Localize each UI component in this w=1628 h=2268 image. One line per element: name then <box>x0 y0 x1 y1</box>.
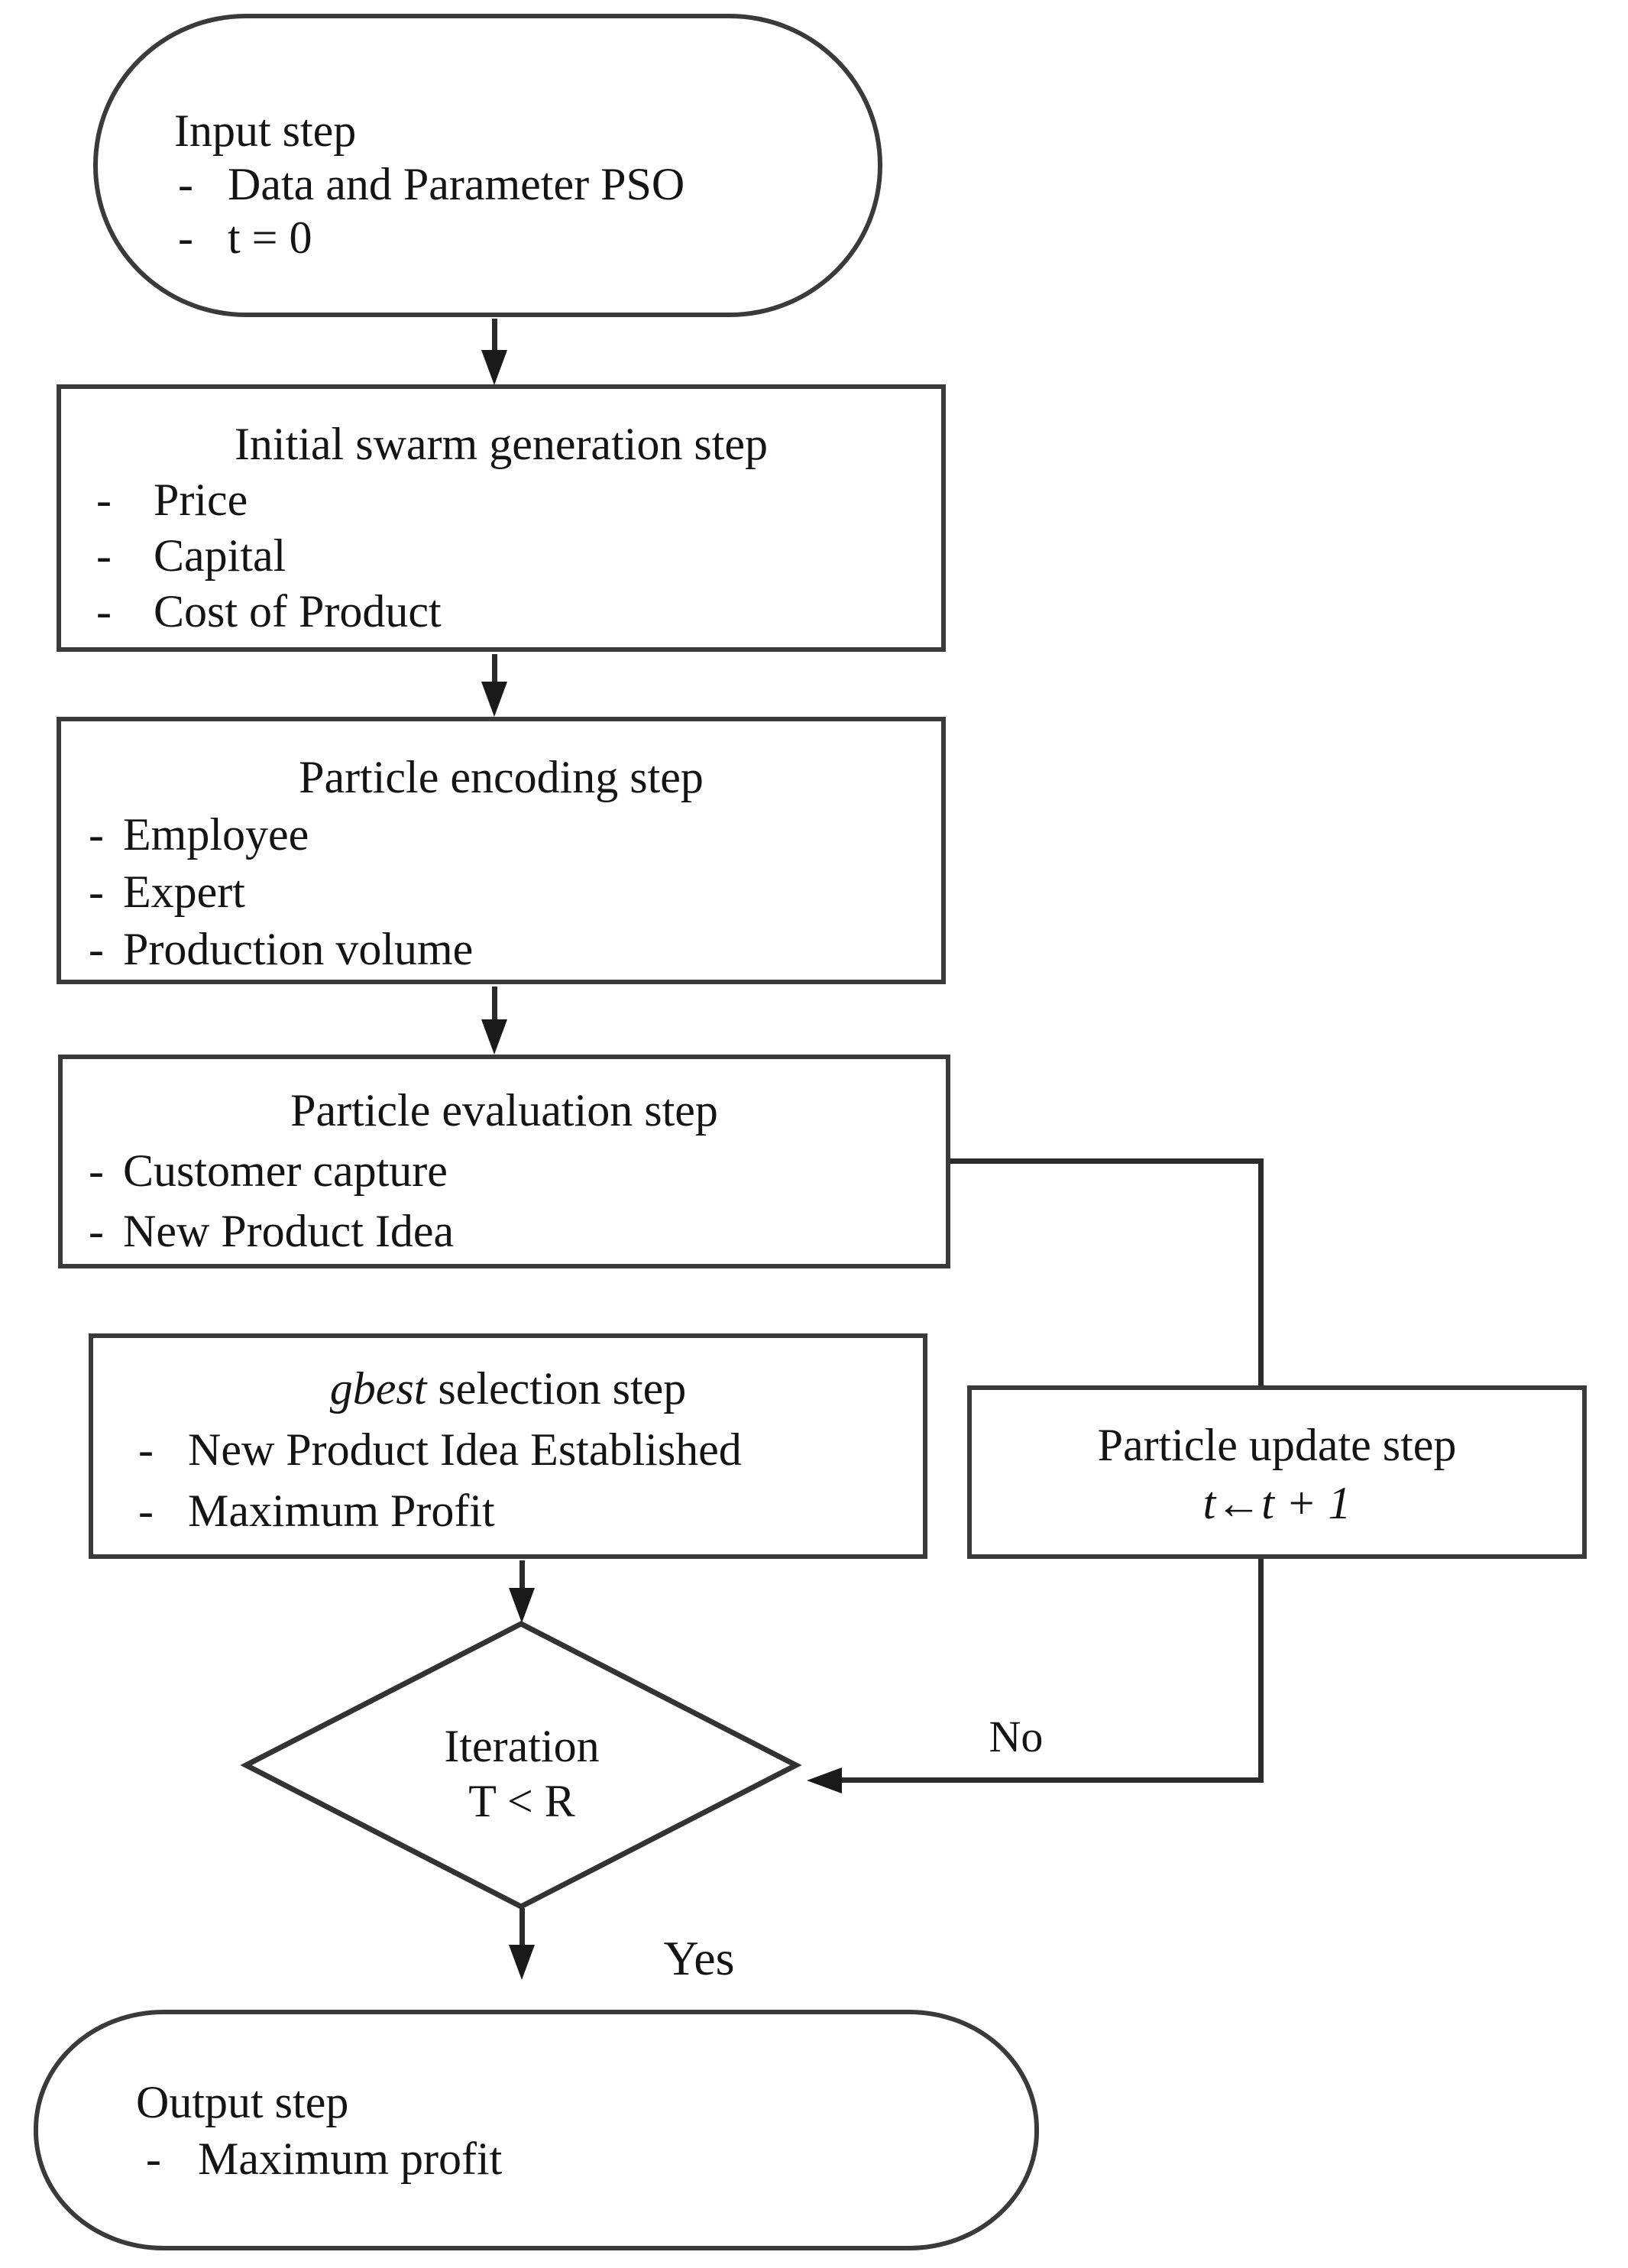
connector-evaluation-to-update-horizontal <box>950 1158 1263 1164</box>
swarm-generation-title: Initial swarm generation step <box>234 419 769 469</box>
arrow-left-icon <box>807 1767 842 1793</box>
yes-path-line <box>519 1908 525 1946</box>
output-step-title: Output step <box>136 2077 349 2127</box>
bullet-text: Customer capture <box>123 1145 448 1196</box>
bullet-text: Data and Parameter PSO <box>228 159 685 209</box>
no-label: No <box>989 1712 1044 1761</box>
bullet-text: New Product Idea <box>123 1206 455 1256</box>
bullet-dash: - <box>138 1486 154 1536</box>
bullet-text: New Product Idea Established <box>188 1424 742 1475</box>
formula-row: t←t + 1 <box>972 1474 1582 1532</box>
swarm-generation-node: Initial swarm generation step - Price - … <box>57 384 946 652</box>
node-title-row: Particle encoding step <box>61 749 941 806</box>
arrow-down-icon <box>509 1945 535 1980</box>
bullet-dash: - <box>178 159 193 209</box>
gbest-selection-node: gbest selection step - New Product Idea … <box>89 1333 927 1559</box>
bullet-row: - Maximum Profit <box>93 1480 923 1541</box>
bullet-row: - t = 0 <box>98 211 878 264</box>
bullet-text: Expert <box>123 867 245 917</box>
bullet-row: - Data and Parameter PSO <box>98 157 878 211</box>
arrow-encoding-to-evaluation-line <box>492 987 497 1021</box>
yes-label: Yes <box>663 1931 735 1985</box>
arrow-gbest-to-decision-line <box>519 1560 525 1591</box>
bullet-text: Maximum profit <box>198 2134 503 2184</box>
bullet-dash: - <box>146 2134 161 2184</box>
decision-title: Iteration <box>444 1721 600 1771</box>
bullet-row: - New Product Idea <box>63 1201 946 1262</box>
node-title-row: Output step <box>38 2074 1034 2130</box>
bullet-row: - Price <box>61 472 941 528</box>
arrow-input-to-swarm-line <box>492 319 497 353</box>
bullet-text: Capital <box>154 530 286 581</box>
particle-update-node: Particle update step t←t + 1 <box>967 1385 1587 1559</box>
particle-encoding-node: Particle encoding step - Employee - Expe… <box>57 717 946 984</box>
bullet-dash: - <box>96 586 112 637</box>
bullet-text: Cost of Product <box>154 586 442 637</box>
bullet-row: - Employee <box>61 806 941 863</box>
node-title-row: Particle update step <box>972 1416 1582 1474</box>
arrow-swarm-to-encoding-line <box>492 654 497 685</box>
bullet-dash: - <box>96 530 112 581</box>
decision-diamond <box>240 1621 802 1910</box>
particle-encoding-title: Particle encoding step <box>299 752 704 802</box>
particle-evaluation-title: Particle evaluation step <box>290 1085 718 1136</box>
arrow-down-icon <box>481 350 507 385</box>
bullet-row: - Expert <box>61 863 941 921</box>
bullet-row: - Capital <box>61 528 941 584</box>
bullet-dash: - <box>178 212 193 263</box>
bullet-row: - Production volume <box>61 921 941 978</box>
bullet-row: - Maximum profit <box>38 2130 1034 2187</box>
output-step-node: Output step - Maximum profit <box>34 2010 1039 2250</box>
arrow-down-icon <box>481 682 507 717</box>
input-step-title: Input step <box>174 105 357 156</box>
diamond-shape <box>240 1621 802 1910</box>
arrow-down-icon <box>481 1019 507 1055</box>
node-title-row: gbest selection step <box>93 1358 923 1419</box>
no-path-horizontal-line <box>842 1777 1264 1783</box>
bullet-dash: - <box>89 867 104 917</box>
bullet-row: - New Product Idea Established <box>93 1419 923 1480</box>
bullet-dash: - <box>96 475 112 525</box>
connector-evaluation-to-update-vertical <box>1258 1158 1264 1388</box>
bullet-text: Production volume <box>123 924 474 974</box>
decision-condition: T < R <box>468 1776 575 1826</box>
node-title-row: Input step <box>98 104 878 157</box>
gbest-title-italic: gbest <box>329 1363 427 1414</box>
input-step-node: Input step - Data and Parameter PSO - t … <box>93 14 882 317</box>
node-title-row: Initial swarm generation step <box>61 416 941 472</box>
bullet-row: - Cost of Product <box>61 584 941 640</box>
update-formula: t←t + 1 <box>1202 1478 1351 1528</box>
particle-evaluation-node: Particle evaluation step - Customer capt… <box>58 1055 950 1268</box>
node-title-row: Particle evaluation step <box>63 1081 946 1141</box>
bullet-dash: - <box>138 1424 154 1475</box>
bullet-text: Maximum Profit <box>188 1486 495 1536</box>
bullet-dash: - <box>89 1145 104 1196</box>
gbest-title-rest: selection step <box>426 1363 687 1414</box>
bullet-dash: - <box>89 924 104 974</box>
no-path-vertical-line <box>1258 1559 1264 1783</box>
arrow-down-icon <box>509 1588 535 1623</box>
particle-update-title: Particle update step <box>1097 1420 1457 1470</box>
bullet-dash: - <box>89 809 104 860</box>
bullet-dash: - <box>89 1206 104 1256</box>
bullet-row: - Customer capture <box>63 1141 946 1201</box>
bullet-text: Employee <box>123 809 309 860</box>
bullet-text: Price <box>154 475 248 525</box>
bullet-text: t = 0 <box>228 212 312 263</box>
